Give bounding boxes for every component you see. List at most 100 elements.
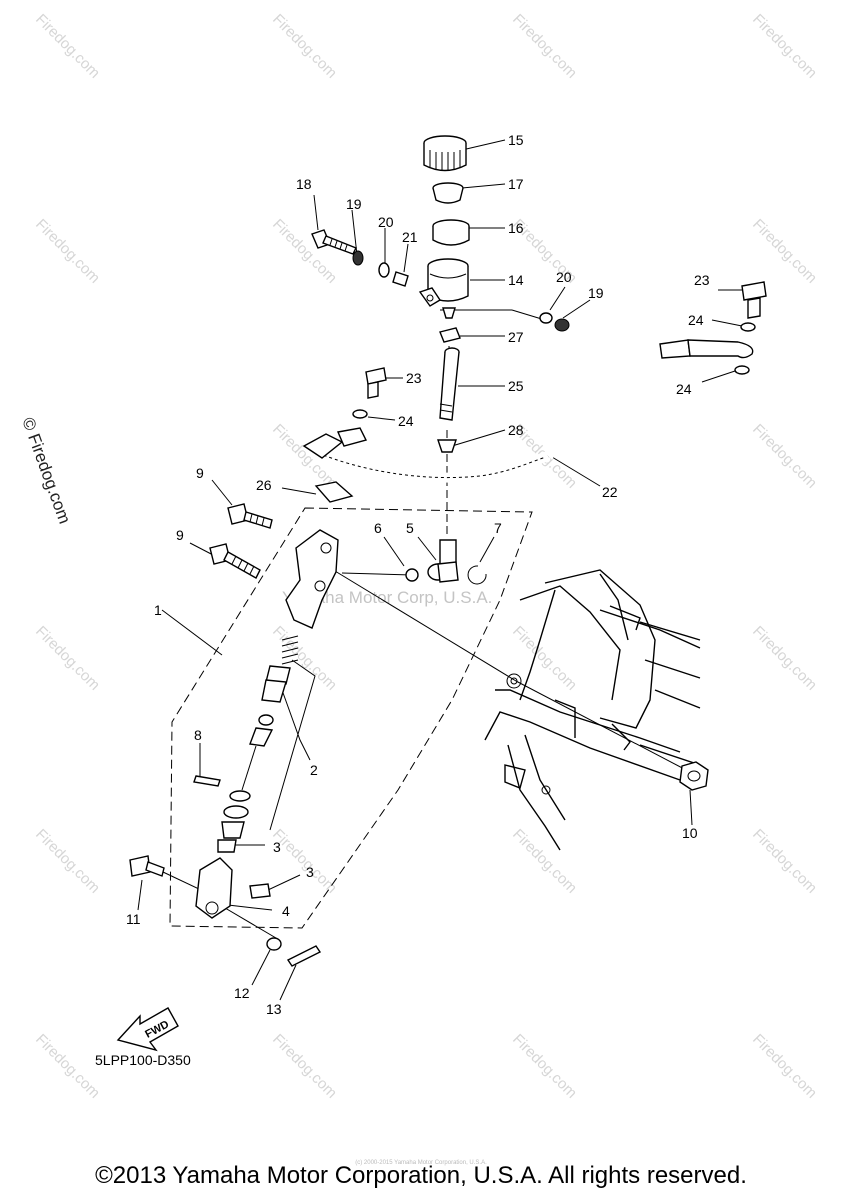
watermark: Firedog.com xyxy=(749,826,820,897)
callout: 21 xyxy=(402,229,418,245)
callout: 25 xyxy=(508,378,524,394)
lock-nut xyxy=(679,761,709,791)
callout: 26 xyxy=(256,477,272,493)
watermark: Firedog.com xyxy=(749,1031,820,1102)
watermark: Firedog.com xyxy=(32,216,103,287)
callout: 16 xyxy=(508,220,524,236)
gasket xyxy=(352,409,368,419)
clevis xyxy=(195,857,271,919)
hose-clip-lower xyxy=(437,439,457,453)
bolt-lower xyxy=(209,543,261,579)
callout: 13 xyxy=(266,1001,282,1017)
washer xyxy=(554,318,570,332)
watermark: Firedog.com xyxy=(509,11,580,82)
o-ring xyxy=(405,568,419,582)
callout: 24 xyxy=(398,413,414,429)
retaining-pin xyxy=(193,775,221,787)
gasket xyxy=(734,365,750,375)
callout: 12 xyxy=(234,985,250,1001)
callout: 9 xyxy=(176,527,184,543)
master-cylinder-body xyxy=(285,529,339,629)
callout: 14 xyxy=(508,272,524,288)
watermark: Firedog.com xyxy=(32,1031,103,1102)
watermark: Firedog.com xyxy=(749,11,820,82)
callout: 9 xyxy=(196,465,204,481)
reservoir-cap xyxy=(423,135,467,172)
parts: FWD xyxy=(116,135,767,1052)
watermark: Firedog.com xyxy=(269,216,340,287)
callout: 19 xyxy=(346,196,362,212)
cotter-pin xyxy=(286,945,322,967)
callout: 7 xyxy=(494,520,502,536)
collar xyxy=(378,262,390,278)
plain-washer xyxy=(266,937,282,951)
leader-lines xyxy=(137,139,744,1001)
callout: 5 xyxy=(406,520,414,536)
callout: 3 xyxy=(306,864,314,880)
reservoir-hose xyxy=(439,347,460,421)
hose-clamp xyxy=(314,481,354,503)
callout: 23 xyxy=(406,370,422,386)
watermark: Firedog.com xyxy=(32,826,103,897)
callout: 23 xyxy=(694,272,710,288)
hose-clip xyxy=(439,327,461,343)
hose-joint xyxy=(427,539,459,583)
spacer xyxy=(392,271,409,287)
watermark: Firedog.com xyxy=(269,1031,340,1102)
gasket xyxy=(740,322,756,332)
callout: 4 xyxy=(282,903,290,919)
callout: 3 xyxy=(273,839,281,855)
clevis-pin xyxy=(129,855,165,877)
callout: 22 xyxy=(602,484,618,500)
reservoir-tank xyxy=(418,258,469,319)
callout: 24 xyxy=(688,312,704,328)
copyright-notice: ©2013 Yamaha Motor Corporation, U.S.A. A… xyxy=(95,1162,747,1189)
callouts: 1 2 3 3 4 5 6 7 8 9 9 10 11 12 13 14 15 … xyxy=(126,132,710,1017)
callout: 18 xyxy=(296,176,312,192)
diaphragm xyxy=(432,219,470,246)
circlip xyxy=(467,565,487,585)
brake-hose xyxy=(302,339,754,483)
callout: 28 xyxy=(508,422,524,438)
callout: 15 xyxy=(508,132,524,148)
small-copyright: (c) 2000-2015 Yamaha Motor Corporation, … xyxy=(355,1160,487,1166)
watermark-layer: Firedog.com Firedog.com Firedog.com Fire… xyxy=(18,11,820,1102)
union-bolt xyxy=(741,281,767,319)
diaphragm-holder xyxy=(432,182,464,204)
callout: 1 xyxy=(154,602,162,618)
callout: 17 xyxy=(508,176,524,192)
callout: 24 xyxy=(676,381,692,397)
union-bolt xyxy=(365,367,387,399)
collar xyxy=(539,312,553,324)
mounting-bolt xyxy=(311,229,357,255)
callout: 11 xyxy=(126,911,141,927)
callout: 2 xyxy=(310,762,318,778)
callout: 6 xyxy=(374,520,382,536)
watermark: Firedog.com xyxy=(32,11,103,82)
fwd-arrow-icon: FWD xyxy=(116,1007,179,1052)
watermark: Firedog.com xyxy=(749,421,820,492)
callout: 27 xyxy=(508,329,524,345)
washer xyxy=(352,250,364,266)
callout: 20 xyxy=(556,269,572,285)
watermark-large: © Firedog.com xyxy=(18,415,74,526)
watermark: Firedog.com xyxy=(509,1031,580,1102)
callout: 10 xyxy=(682,825,698,841)
bolt-upper xyxy=(227,503,273,529)
watermark: Firedog.com xyxy=(32,623,103,694)
piston-kit xyxy=(217,635,299,853)
callout: 19 xyxy=(588,285,604,301)
watermark: Firedog.com xyxy=(749,216,820,287)
corp-watermark: Yamaha Motor Corp, U.S.A. xyxy=(282,588,492,607)
callout: 20 xyxy=(378,214,394,230)
watermark: Firedog.com xyxy=(749,623,820,694)
watermark: Firedog.com xyxy=(269,826,340,897)
watermark: Firedog.com xyxy=(269,11,340,82)
assembly-outline xyxy=(169,507,533,929)
diagram-code: 5LPP100-D350 xyxy=(95,1052,191,1068)
watermark: Firedog.com xyxy=(509,826,580,897)
frame-illustration xyxy=(484,569,701,851)
callout: 8 xyxy=(194,727,202,743)
